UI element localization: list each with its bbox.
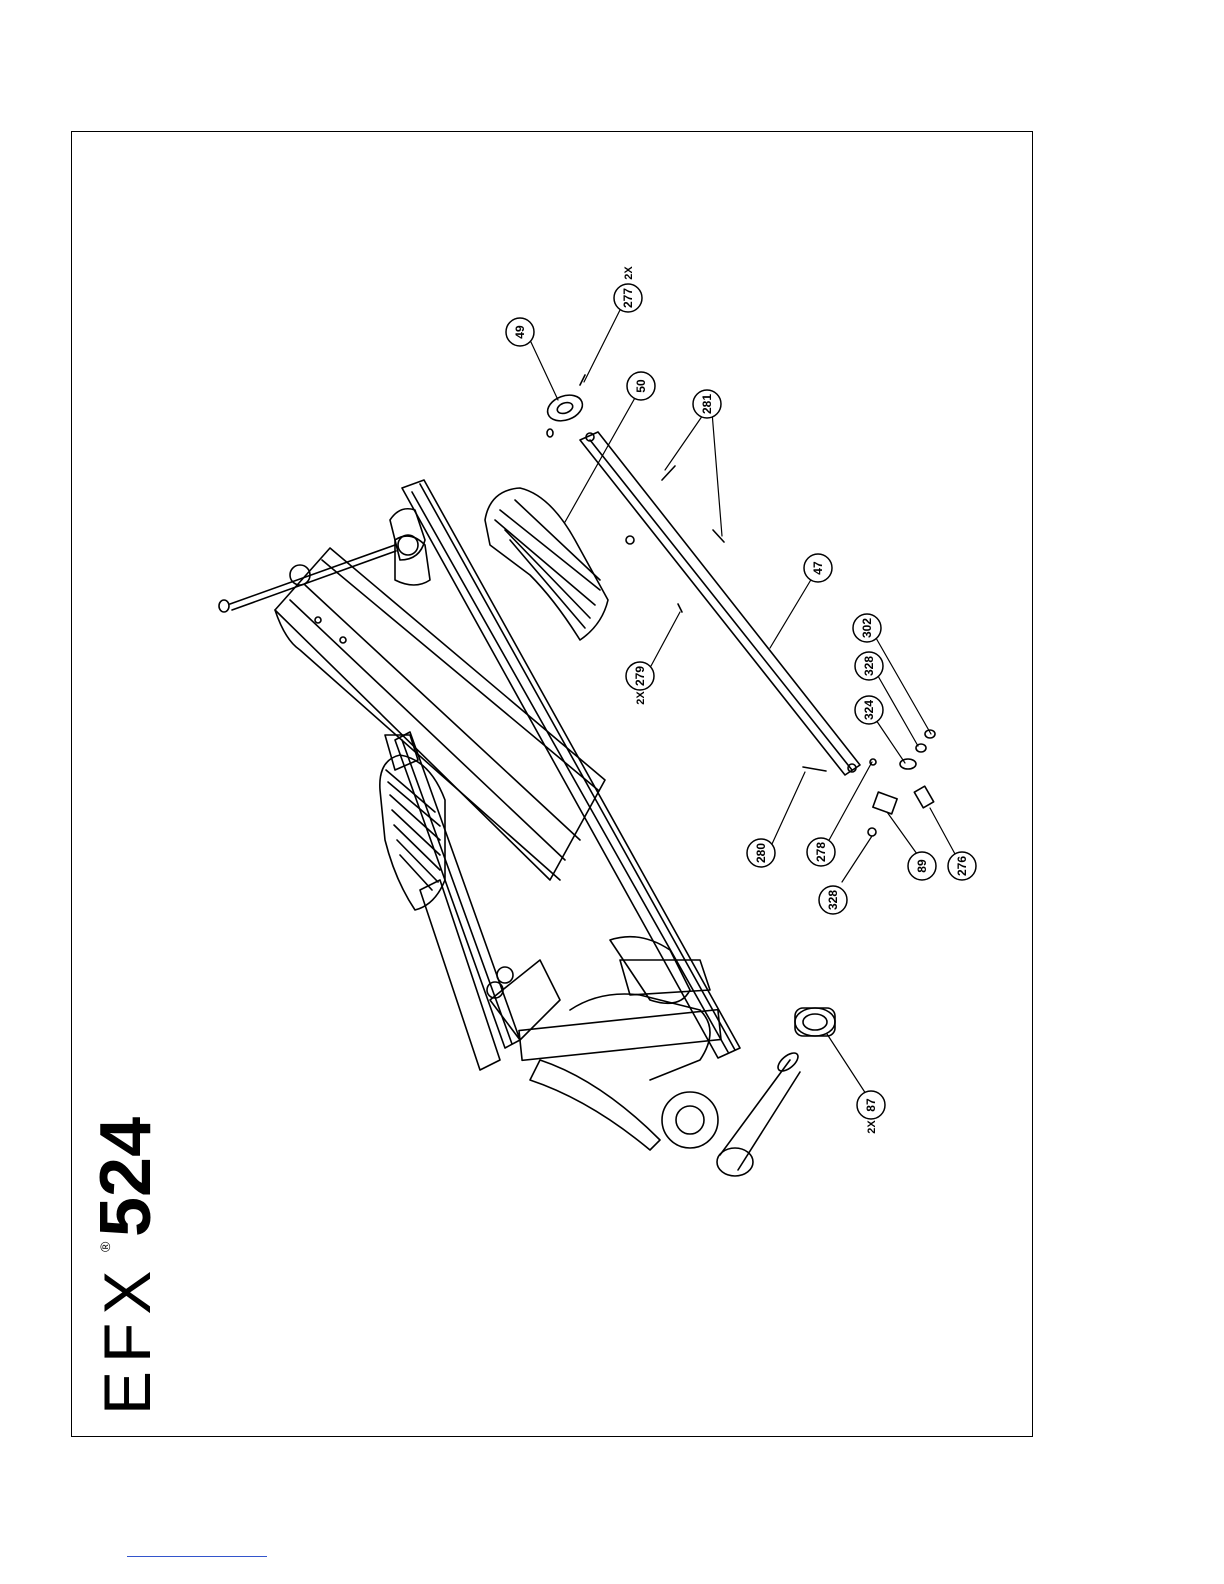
callout-328-upper: 328 — [855, 652, 883, 680]
callout-280: 280 — [747, 839, 775, 867]
brand-prefix: EFX — [90, 1263, 164, 1415]
callout-49: 49 — [506, 318, 534, 346]
svg-text:281: 281 — [700, 394, 714, 414]
callout-279: 279 2X — [626, 662, 654, 705]
svg-text:277: 277 — [621, 288, 635, 308]
part-47-bar — [580, 432, 860, 775]
callout-277: 277 2X — [614, 266, 642, 312]
svg-text:302: 302 — [860, 618, 874, 638]
callout-324: 324 — [855, 696, 883, 724]
callout-87: 87 2X — [857, 1091, 885, 1134]
hardware-small-parts — [626, 466, 935, 1036]
part-50-foot-pedal — [485, 488, 608, 640]
brand-registered-mark: ® — [97, 1241, 113, 1252]
svg-text:324: 324 — [862, 700, 876, 720]
left-foot-pedal — [380, 735, 445, 910]
svg-text:50: 50 — [634, 379, 648, 393]
callout-47: 47 — [804, 554, 832, 582]
brand-logo: EFX ® 524 — [86, 1117, 166, 1415]
svg-text:89: 89 — [915, 859, 929, 873]
svg-text:2X: 2X — [635, 691, 647, 705]
footer-rule — [127, 1556, 267, 1557]
svg-text:2X: 2X — [866, 1120, 878, 1134]
svg-text:280: 280 — [754, 843, 768, 863]
callout-leaders — [530, 306, 955, 1094]
svg-text:328: 328 — [826, 890, 840, 910]
svg-text:279: 279 — [633, 666, 647, 686]
callout-276: 276 — [948, 852, 976, 880]
callout-50: 50 — [627, 372, 655, 400]
svg-text:276: 276 — [955, 856, 969, 876]
svg-text:328: 328 — [862, 656, 876, 676]
callout-328-lower: 328 — [819, 886, 847, 914]
drive-assembly — [487, 937, 801, 1176]
callout-302: 302 — [853, 614, 881, 642]
brand-model-number: 524 — [86, 1117, 166, 1237]
svg-text:49: 49 — [513, 325, 527, 339]
svg-text:87: 87 — [864, 1098, 878, 1112]
rear-axle-assembly — [219, 509, 430, 612]
left-pedal-rail — [395, 732, 520, 1070]
svg-text:47: 47 — [811, 561, 825, 575]
svg-text:278: 278 — [814, 842, 828, 862]
pedal-arm-channel — [275, 548, 605, 880]
callout-281: 281 — [693, 390, 721, 418]
callout-89: 89 — [908, 852, 936, 880]
svg-text:2X: 2X — [623, 266, 635, 280]
callout-278: 278 — [807, 838, 835, 866]
